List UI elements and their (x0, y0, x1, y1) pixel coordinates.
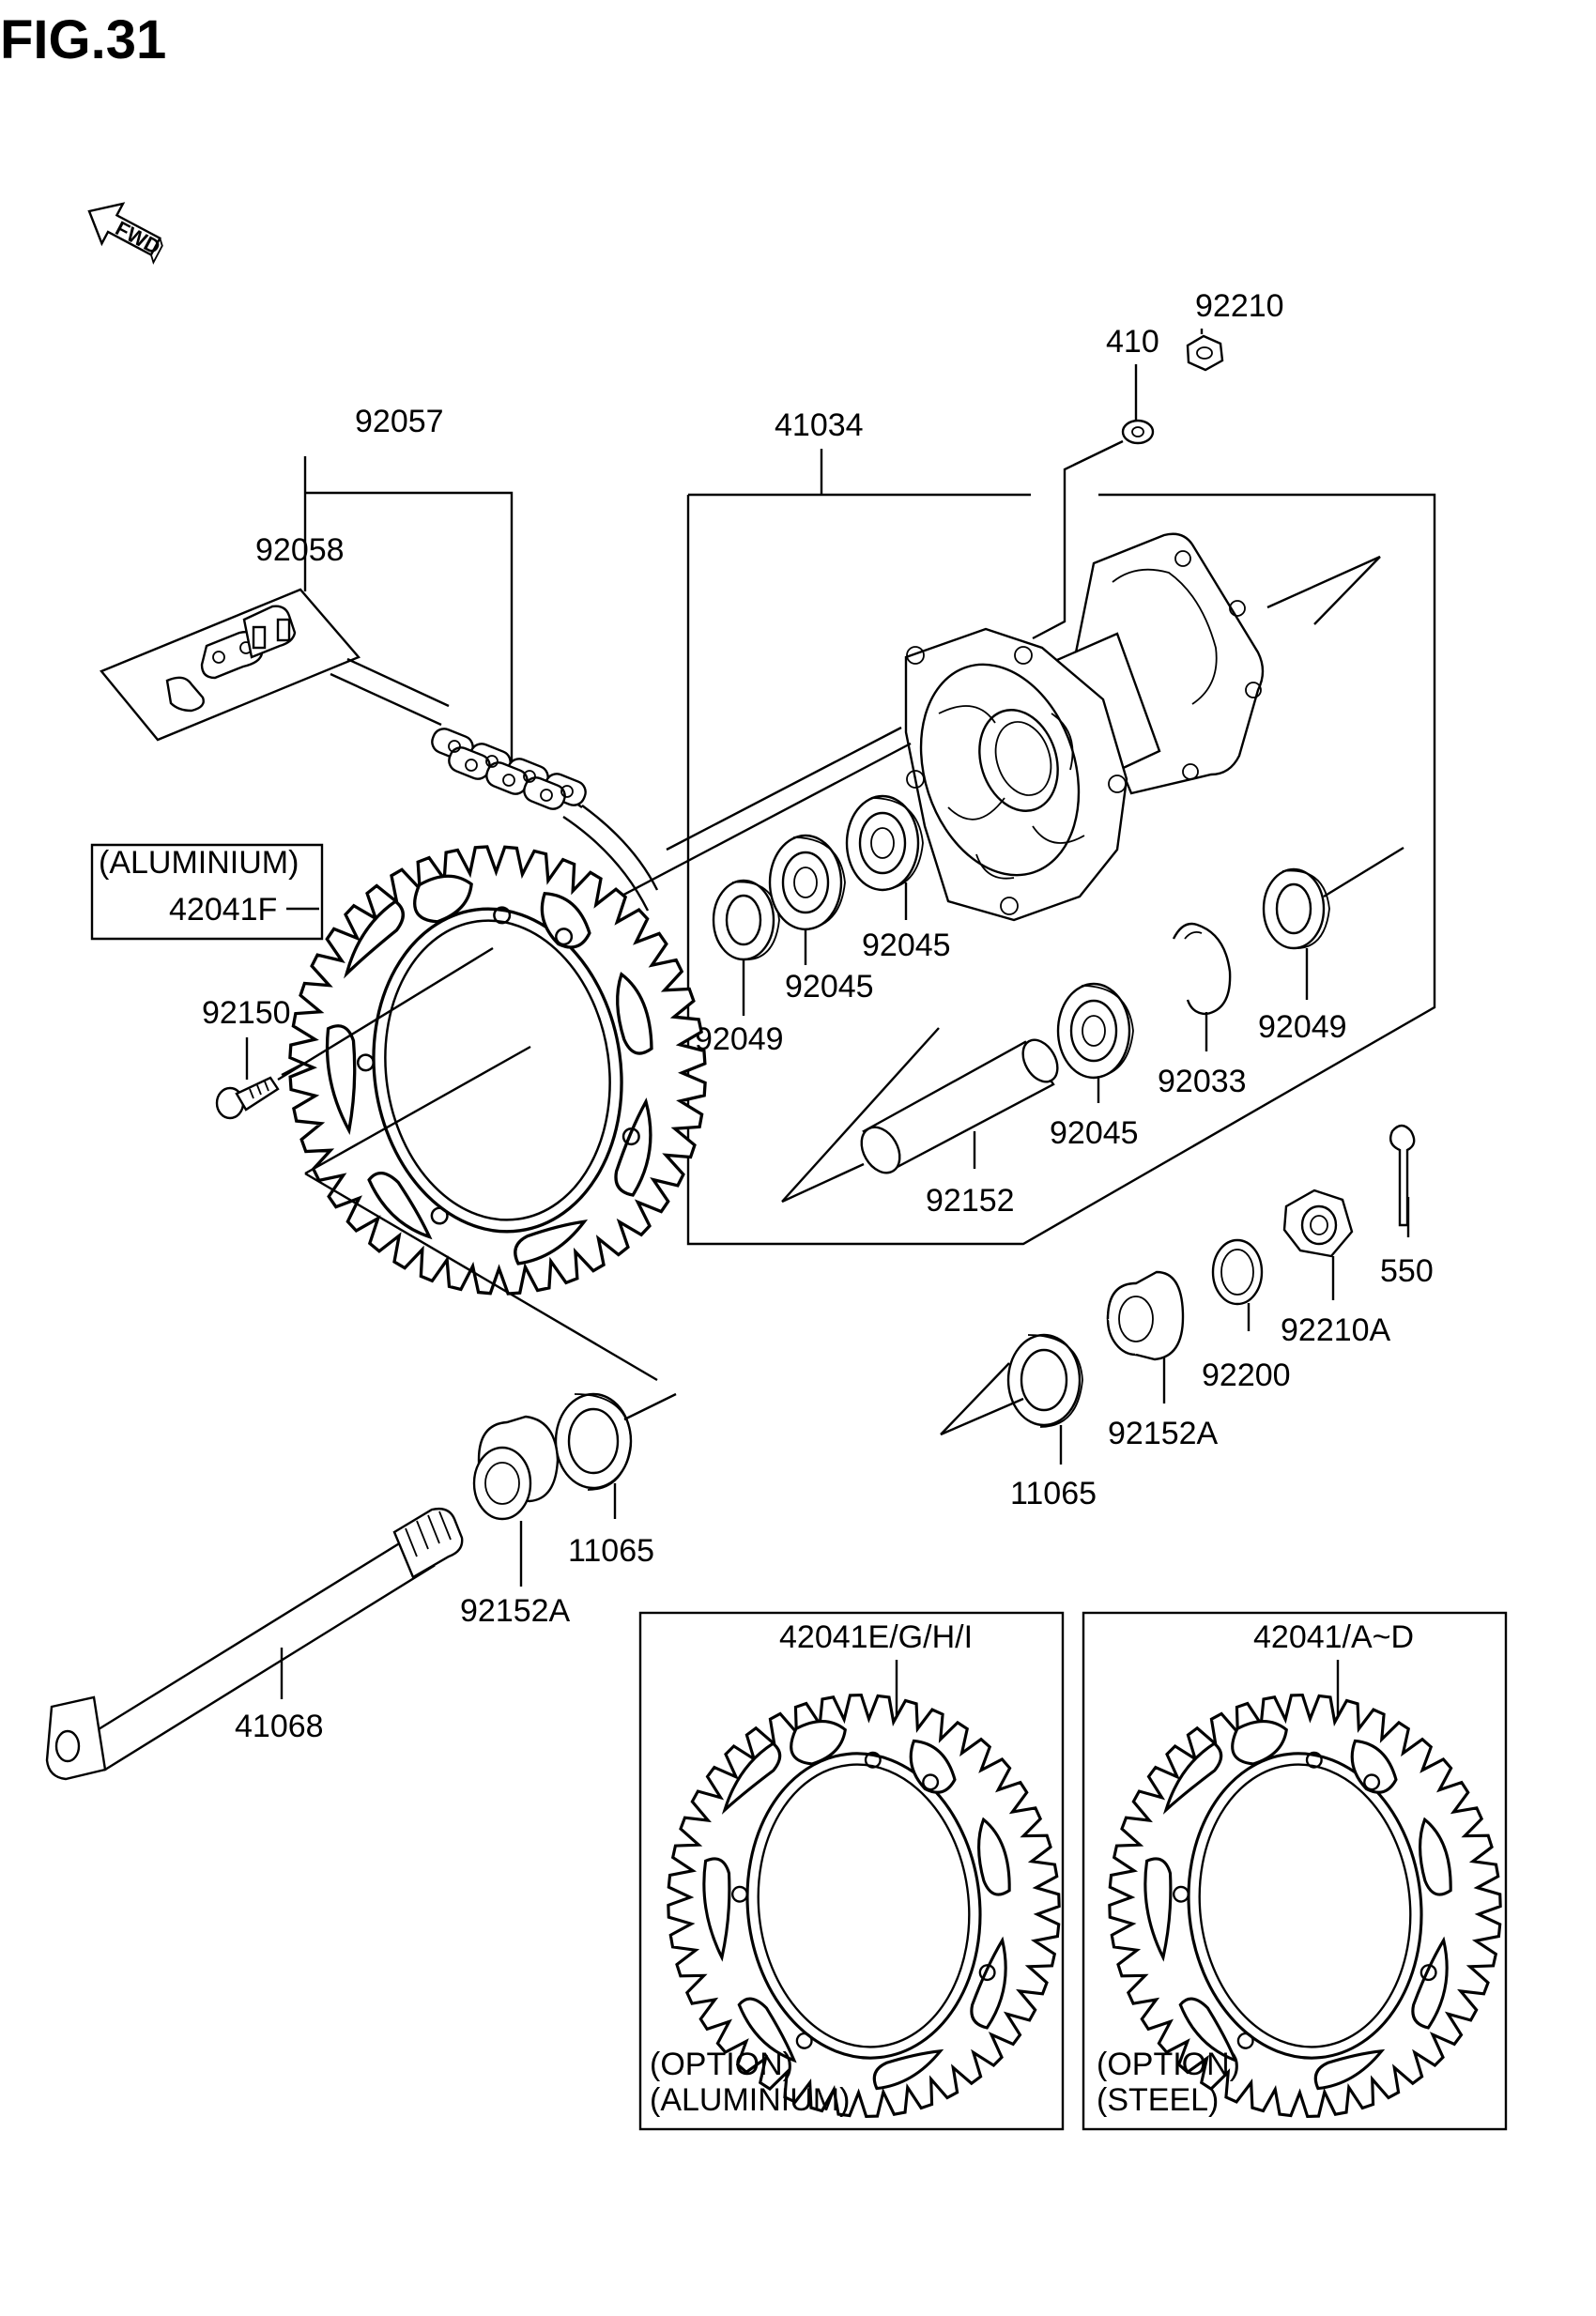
bracket-92057-right (305, 491, 514, 765)
note-aluminium-top: (ALUMINIUM) (99, 845, 299, 881)
master-link-panel (100, 588, 361, 742)
part-label-42041EGHI: 42041E/G/H/I (779, 1619, 973, 1655)
fwd-label: FWD (112, 216, 164, 259)
part-label-92152A-left: 92152A (460, 1593, 571, 1629)
cotter-pin-550 (1389, 1124, 1416, 1227)
part-label-92049-left: 92049 (695, 1021, 784, 1057)
axle-centerline-upper (666, 726, 902, 851)
note-aluminium-bottom: (ALUMINIUM) (650, 2082, 850, 2118)
sprocket-axis-lower (304, 1172, 658, 1382)
part-label-550: 550 (1380, 1253, 1434, 1289)
option-box-aluminium (638, 1611, 1065, 2131)
part-label-42041F: 42041F (169, 892, 277, 928)
part-label-92210A: 92210A (1281, 1312, 1391, 1348)
part-label-410: 410 (1106, 324, 1159, 360)
fwd-arrow-icon: FWD (87, 202, 164, 265)
aluminium-note-box (90, 843, 324, 941)
washer-92200 (1211, 1238, 1264, 1306)
part-label-92057: 92057 (355, 404, 444, 439)
figure-title: FIG.31 (0, 9, 166, 70)
part-label-92210: 92210 (1195, 288, 1284, 324)
part-label-92045-c: 92045 (1050, 1115, 1139, 1151)
note-steel: (STEEL) (1097, 2082, 1219, 2118)
oil-seal-11065-right (940, 1333, 1083, 1436)
part-label-41034: 41034 (775, 407, 864, 443)
rear-sprocket-42041F (259, 818, 736, 1323)
part-label-11065-right: 11065 (1010, 1476, 1097, 1511)
part-label-92049-right: 92049 (1258, 1009, 1347, 1045)
bearing-92045-c (1056, 982, 1134, 1080)
part-label-92045-a: 92045 (785, 969, 874, 1005)
option-box-steel (1082, 1611, 1508, 2131)
part-label-92152A-right: 92152A (1108, 1416, 1219, 1451)
oil-seal-92049-left (712, 879, 780, 961)
oil-seal-92049-right (1262, 867, 1330, 950)
note-option-right: (OPTION) (1097, 2047, 1240, 2082)
bolt-92150 (215, 946, 494, 1120)
part-label-92152: 92152 (926, 1183, 1015, 1219)
leader-410-to-hub (1032, 439, 1124, 640)
part-label-92058: 92058 (255, 532, 345, 568)
leader-92049-right-axis (1323, 846, 1404, 898)
washer-410 (1121, 419, 1155, 445)
collar-92152A-right (1106, 1270, 1185, 1361)
axle-41068 (45, 1507, 464, 1781)
part-label-11065-left: 11065 (568, 1533, 654, 1569)
collar-92152A-left (472, 1415, 560, 1521)
circlip-92033 (1172, 922, 1232, 1016)
part-label-42041AD: 42041/A~D (1253, 1619, 1414, 1655)
spacer-92152 (781, 1027, 1059, 1204)
sprocket-axis-upper (304, 1045, 531, 1175)
bearing-92045-a (768, 834, 846, 931)
oil-seal-11065-left (554, 1392, 677, 1491)
part-label-92033: 92033 (1158, 1064, 1247, 1099)
part-label-92150: 92150 (202, 995, 291, 1031)
part-label-41068: 41068 (235, 1709, 324, 1744)
master-link-clip (165, 605, 297, 713)
note-option-left: (OPTION) (650, 2047, 793, 2082)
rear-hub (904, 532, 1381, 922)
drive-chain (330, 657, 659, 912)
part-label-92200: 92200 (1202, 1357, 1291, 1393)
bearing-92045-b (845, 794, 924, 892)
castle-nut-92210A (1282, 1189, 1354, 1258)
nut-92210 (1186, 334, 1224, 372)
part-label-92045-b: 92045 (862, 928, 951, 963)
